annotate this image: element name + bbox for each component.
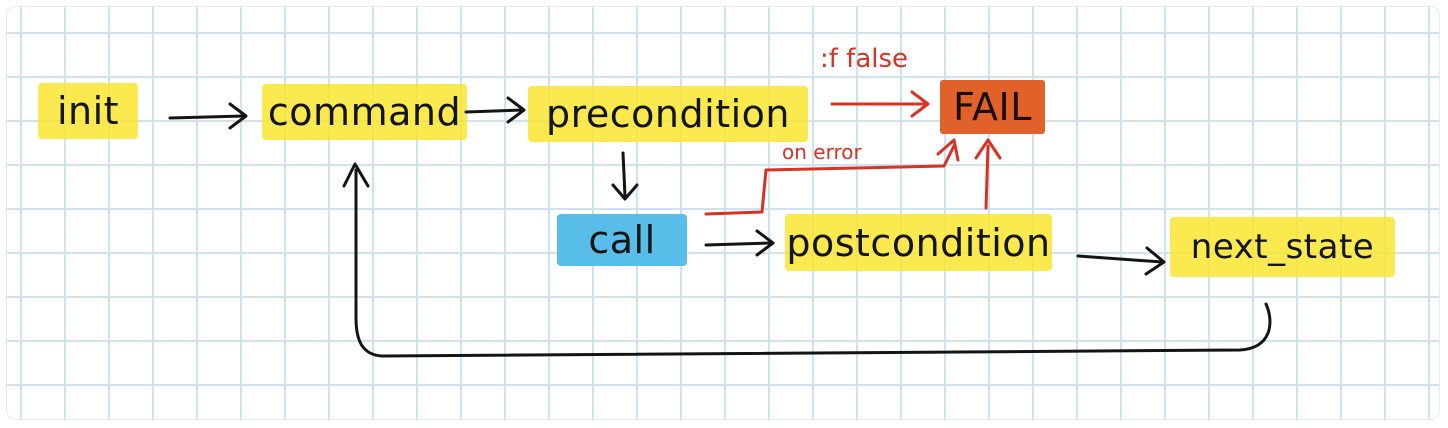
arrow-postcondition-to-next-state xyxy=(1076,254,1164,264)
arrowhead-init-to-command xyxy=(228,102,248,130)
arrow-command-to-precondition xyxy=(464,108,524,114)
label-on-error: on error xyxy=(782,140,862,164)
node-postcondition: postcondition xyxy=(785,214,1052,271)
node-call: call xyxy=(557,214,687,266)
arrowhead-postcondition-to-next-state xyxy=(1144,246,1166,276)
arrow-call-to-postcondition xyxy=(704,241,772,247)
label-if-false: :f false xyxy=(820,44,909,74)
node-command: command xyxy=(262,84,467,140)
node-precondition: precondition xyxy=(528,86,808,142)
node-next-state: next_state xyxy=(1170,217,1395,277)
arrow-loop-next-state-to-command xyxy=(354,168,1272,358)
arrow-call-to-fail xyxy=(704,144,956,216)
arrowhead-command-to-precondition xyxy=(506,96,526,124)
arrow-init-to-command xyxy=(168,114,246,120)
node-fail: FAIL xyxy=(940,80,1045,134)
arrowhead-precondition-to-fail xyxy=(910,90,930,118)
arrowhead-postcondition-to-fail xyxy=(974,138,1002,160)
arrow-postcondition-to-fail xyxy=(984,144,990,210)
arrowhead-call-to-fail xyxy=(936,138,960,162)
grid-background xyxy=(7,7,1439,419)
node-init: init xyxy=(38,83,138,139)
diagram-sheet xyxy=(6,6,1440,420)
arrowhead-call-to-postcondition xyxy=(755,229,775,257)
arrowhead-loop-to-command xyxy=(342,162,370,188)
arrow-precondition-to-call xyxy=(621,151,627,198)
arrowhead-precondition-to-call xyxy=(611,183,639,201)
